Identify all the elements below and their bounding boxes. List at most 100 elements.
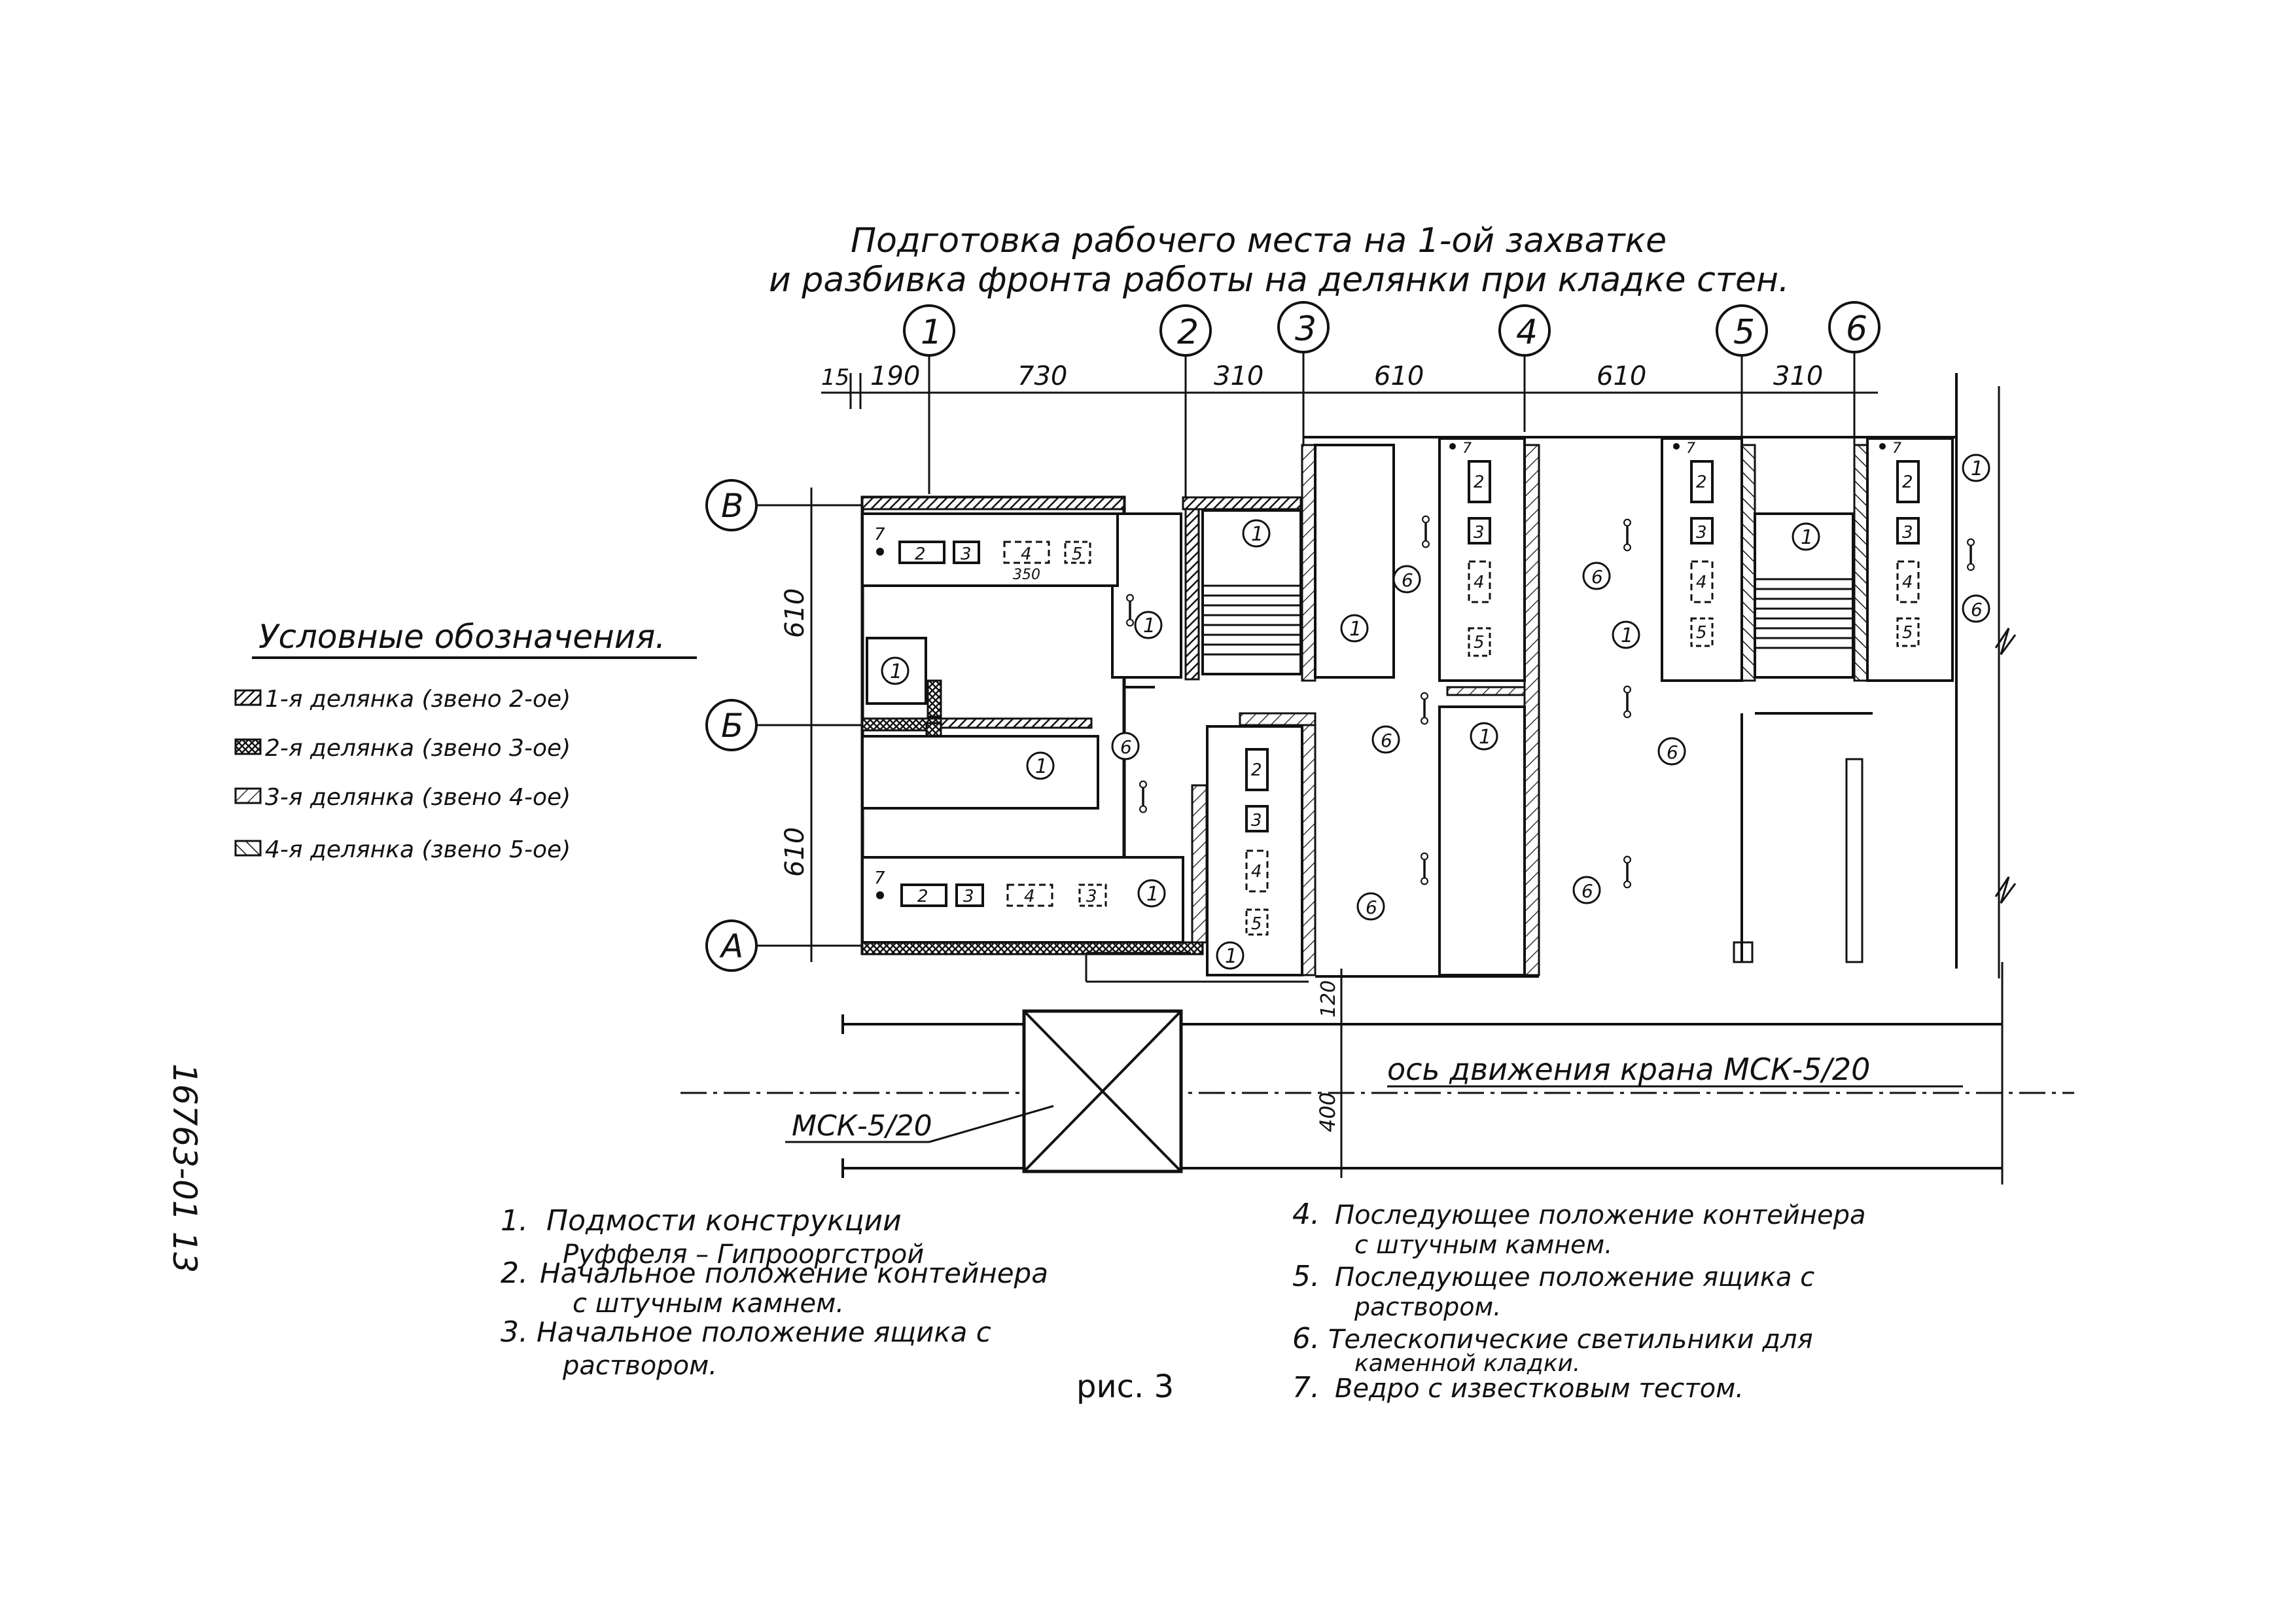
wall-mid-left-2 bbox=[940, 717, 1093, 729]
marker-container-start: 2 bbox=[915, 544, 926, 564]
note-2-text: Начальное положение контейнера bbox=[540, 1257, 1048, 1289]
axis-bubble-a: А bbox=[705, 919, 864, 972]
note-7-text: Ведро с известковым тестом. bbox=[1335, 1374, 1744, 1404]
marker-bucket: 7 bbox=[874, 525, 885, 544]
wall-top-3 bbox=[1239, 712, 1316, 726]
materials: 2 3 4 5 350 7 2 3 4 3 7 2 3 4 5 2 3 4 5 … bbox=[874, 440, 1920, 936]
marker-mortar-next: 5 bbox=[1902, 623, 1913, 643]
marker-container-next: 4 bbox=[1251, 862, 1262, 882]
wall-vert-2b bbox=[1191, 784, 1208, 944]
legend-item-1: 1-я делянка (звено 2-ое) bbox=[234, 686, 571, 713]
wall-top-left bbox=[861, 496, 1125, 510]
note-4-text: Последующее положение контейнера bbox=[1335, 1200, 1865, 1230]
note-2-num: 2. bbox=[501, 1257, 528, 1290]
note-5-num: 5. bbox=[1292, 1260, 1320, 1293]
dim-190: 190 bbox=[870, 361, 920, 391]
sheet-code: 16763-01 13 bbox=[166, 1063, 203, 1273]
dim-730: 730 bbox=[1017, 361, 1067, 391]
dim-left-610-a: 610 bbox=[780, 588, 810, 638]
axis-label-6: 6 bbox=[1846, 310, 1867, 349]
marker-container-start: 2 bbox=[1251, 760, 1262, 780]
marker-lamp: 6 bbox=[1402, 569, 1413, 591]
axis-label-b: Б bbox=[721, 707, 743, 745]
wall-vert-2 bbox=[1184, 508, 1200, 681]
marker-bucket: 7 bbox=[874, 868, 885, 888]
scaffold bbox=[1314, 444, 1395, 679]
scaffold-markers: 1 1 1 1 1 1 1 1 1 1 1 bbox=[881, 454, 1990, 970]
note-4-num: 4. bbox=[1292, 1198, 1320, 1231]
legend-item-4: 4-я делянка (звено 5-ое) bbox=[234, 836, 571, 863]
marker-scaffold: 1 bbox=[1349, 618, 1362, 641]
marker-scaffold: 1 bbox=[1621, 624, 1633, 647]
marker-lamp: 6 bbox=[1366, 897, 1377, 918]
marker-container-start: 2 bbox=[1902, 473, 1913, 492]
note-7-num: 7. bbox=[1292, 1371, 1320, 1404]
marker-lamp: 6 bbox=[1381, 730, 1392, 751]
legend-item-3: 3-я делянка (звено 4-ое) bbox=[234, 784, 571, 811]
legend: Условные обозначения. 1-я делянка (звено… bbox=[234, 618, 697, 863]
scaffold bbox=[866, 637, 927, 705]
marker-scaffold: 1 bbox=[1035, 755, 1048, 778]
crane-axis-label: ось движения крана МСК-5/20 bbox=[1387, 1052, 1870, 1087]
wall-top-2 bbox=[1182, 496, 1302, 510]
marker-lamp: 6 bbox=[1667, 741, 1678, 763]
marker-scaffold: 1 bbox=[1479, 726, 1491, 749]
marker-lamp: 6 bbox=[1971, 599, 1983, 620]
title-line-1: Подготовка рабочего места на 1-ой захват… bbox=[851, 221, 1667, 260]
legend-swatch-3 bbox=[234, 787, 262, 804]
note-2-text2: с штучным камнем. bbox=[573, 1289, 844, 1319]
marker-mortar-next: 5 bbox=[1474, 633, 1485, 652]
axis-bubble-4: 4 bbox=[1498, 304, 1551, 432]
dim-crane-offset: 120 bbox=[1317, 980, 1340, 1018]
axis-bubble-v: В bbox=[705, 479, 864, 531]
wall-mid-4 bbox=[1446, 686, 1526, 696]
marker-mortar-start: 3 bbox=[1474, 523, 1485, 543]
note-6-text2: каменной кладки. bbox=[1354, 1350, 1580, 1377]
axis-bubble-6: 6 bbox=[1828, 301, 1881, 445]
marker-scaffold: 1 bbox=[1971, 457, 1983, 480]
marker-mortar-start: 3 bbox=[1086, 887, 1097, 906]
wall-stub-left bbox=[927, 679, 942, 718]
note-1-num: 1. bbox=[501, 1204, 528, 1238]
marker-scaffold: 1 bbox=[1143, 615, 1156, 637]
dim-left-610-b: 610 bbox=[780, 827, 810, 877]
note-1-text2: Руффеля – Гипрооргстрой bbox=[563, 1240, 924, 1270]
marker-container-next: 4 bbox=[1021, 544, 1032, 564]
marker-container-next: 4 bbox=[1902, 573, 1913, 592]
axis-bubble-5: 5 bbox=[1716, 304, 1768, 445]
note-6-text: Телескопические светильники для bbox=[1328, 1325, 1813, 1355]
marker-container-start: 2 bbox=[917, 887, 928, 906]
marker-container-next: 4 bbox=[1696, 573, 1707, 592]
wall-vert-3 bbox=[1301, 444, 1316, 682]
marker-mortar-start: 3 bbox=[963, 887, 974, 906]
scaffold bbox=[861, 735, 1099, 810]
vertical-axes: 1 2 3 4 5 6 bbox=[903, 301, 1881, 510]
axis-label-4: 4 bbox=[1516, 313, 1538, 352]
axis-bubble-b: Б bbox=[705, 699, 864, 751]
legend-label-2: 2-я делянка (звено 3-ое) bbox=[265, 735, 571, 762]
note-6-num: 6. bbox=[1292, 1322, 1320, 1355]
marker-bucket: 7 bbox=[1892, 440, 1901, 457]
legend-item-2: 2-я делянка (звено 3-ое) bbox=[234, 735, 571, 762]
marker-scaffold: 1 bbox=[890, 660, 902, 683]
marker-mortar-start: 3 bbox=[1902, 523, 1913, 543]
marker-lamp: 6 bbox=[1581, 880, 1593, 902]
note-5-text2: раствором. bbox=[1354, 1293, 1501, 1321]
marker-scaffold: 1 bbox=[1251, 523, 1263, 546]
notes-right: 4. Последующее положение контейнера с шт… bbox=[1292, 1198, 1865, 1404]
wall-vert-5 bbox=[1740, 444, 1756, 682]
marker-mortar-next: 5 bbox=[1696, 623, 1707, 643]
note-4-text2: с штучным камнем. bbox=[1354, 1230, 1612, 1259]
dim-15: 15 bbox=[821, 365, 849, 391]
axis-bubble-1: 1 bbox=[903, 304, 955, 494]
marker-container-next: 4 bbox=[1024, 887, 1035, 906]
note-3-num: 3. bbox=[501, 1315, 528, 1349]
axis-label-3: 3 bbox=[1295, 310, 1316, 349]
note-1-text: Подмости конструкции bbox=[546, 1204, 902, 1238]
dim-610-b: 610 bbox=[1597, 361, 1646, 391]
marker-container-start: 2 bbox=[1474, 473, 1485, 492]
marker-container-next: 4 bbox=[1474, 573, 1485, 592]
axis-bubble-3: 3 bbox=[1277, 301, 1330, 445]
crane-label: МСК-5/20 bbox=[792, 1109, 932, 1143]
